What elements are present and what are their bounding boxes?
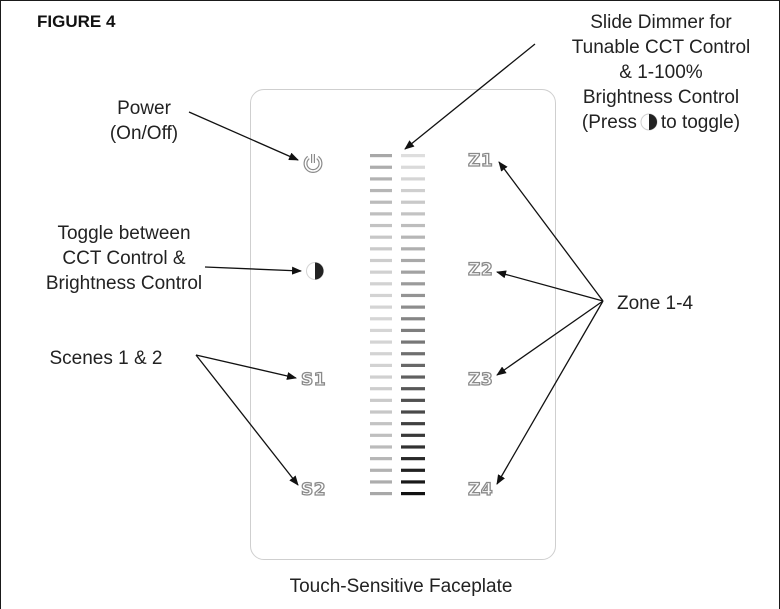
dimmer-segment-left (370, 457, 392, 461)
dimmer-segment-right (401, 398, 425, 402)
dimmer-segment-left (370, 410, 392, 414)
scene-1-button[interactable]: S1 (300, 369, 327, 390)
power-button[interactable] (301, 151, 325, 175)
scene-2-button[interactable]: S2 (300, 479, 327, 500)
dimmer-segment-left (370, 188, 392, 193)
half-circle-icon (640, 113, 658, 138)
slider-callout-line-4: Brightness Control (582, 87, 740, 108)
toggle-callout-line-3: Brightness Control (45, 273, 203, 294)
dimmer-segment-left (370, 154, 392, 158)
dimmer-segment-right (401, 177, 425, 181)
dimmer-segment-right (401, 270, 425, 274)
slider-toggle-prefix: (Press (581, 112, 637, 133)
dimmer-segment-right (401, 258, 425, 263)
dimmer-segment-left (370, 212, 392, 216)
dimmer-segment-left (370, 200, 392, 204)
dimmer-segment-right (401, 200, 425, 204)
dimmer-segment-right (401, 293, 425, 298)
dimmer-segment-right (401, 305, 425, 309)
dimmer-segment-left (370, 270, 392, 274)
dimmer-segment-left (370, 258, 392, 263)
dimmer-segment-left (370, 328, 392, 333)
dimmer-segment-right (401, 433, 425, 437)
half-circle-icon (306, 262, 324, 280)
dimmer-segment-left (370, 480, 392, 484)
zone-3-button[interactable]: Z3 (467, 369, 494, 390)
dimmer-segment-left (370, 352, 392, 356)
slider-toggle-suffix: to toggle) (660, 112, 741, 133)
power-icon (303, 154, 323, 173)
dimmer-segment-right (401, 480, 425, 484)
power-callout-line-2: (On/Off) (109, 123, 179, 144)
dimmer-segment-right (401, 282, 425, 286)
dimmer-segment-left (370, 445, 392, 449)
dimmer-segment-right (401, 235, 425, 239)
dimmer-segment-left (370, 387, 392, 391)
slider-callout-line-1: Slide Dimmer for (590, 12, 732, 33)
slider-callout: Slide Dimmer for Tunable CCT Control & 1… (541, 10, 779, 138)
dimmer-segment-right (401, 387, 425, 391)
scenes-callout: Scenes 1 & 2 (49, 348, 163, 369)
dimmer-segment-right (401, 188, 425, 193)
dimmer-segment-left (370, 468, 392, 472)
dimmer-segment-left (370, 363, 392, 367)
cct-brightness-toggle-button[interactable] (305, 261, 325, 281)
dimmer-segment-right (401, 492, 425, 496)
dimmer-segment-right (401, 363, 425, 367)
dimmer-segment-left (370, 398, 392, 402)
dimmer-segment-left (370, 282, 392, 286)
slider-callout-line-2: Tunable CCT Control (571, 37, 751, 58)
dimmer-segment-right (401, 247, 425, 251)
dimmer-segment-left (370, 247, 392, 251)
dimmer-segment-left (370, 317, 392, 321)
dimmer-segment-left (370, 235, 392, 239)
dimmer-segment-left (370, 422, 392, 426)
dimmer-segment-right (401, 328, 425, 333)
toggle-callout: Toggle between CCT Control & Brightness … (14, 221, 234, 296)
power-callout-line-1: Power (117, 98, 171, 119)
dimmer-segment-right (401, 352, 425, 356)
dimmer-segment-right (401, 457, 425, 461)
dimmer-segment-left (370, 293, 392, 298)
dimmer-segment-right (401, 340, 425, 344)
dimmer-segment-right (401, 375, 425, 379)
toggle-callout-line-1: Toggle between (57, 223, 191, 244)
dimmer-segment-right (401, 422, 425, 426)
dimmer-segment-right (401, 468, 425, 472)
dimmer-segment-left (370, 223, 392, 228)
slider-callout-line-5: (Press to toggle) (541, 110, 779, 138)
slider-callout-line-3: & 1-100% (619, 62, 703, 83)
dimmer-segment-right (401, 410, 425, 414)
dimmer-segment-left (370, 165, 392, 169)
dimmer-segment-right (401, 212, 425, 216)
toggle-callout-line-2: CCT Control & (62, 248, 186, 269)
zone-4-button[interactable]: Z4 (467, 479, 494, 500)
dimmer-segment-right (401, 445, 425, 449)
dimmer-segment-left (370, 492, 392, 496)
power-callout: Power (On/Off) (64, 96, 224, 146)
zone-2-button[interactable]: Z2 (467, 259, 494, 280)
dimmer-segment-left (370, 433, 392, 437)
dimmer-segment-left (370, 340, 392, 344)
dimmer-segment-right (401, 165, 425, 169)
dimmer-segment-left (370, 177, 392, 181)
zones-callout: Zone 1-4 (616, 293, 694, 314)
figure-title: FIGURE 4 (37, 12, 116, 31)
dimmer-segment-left (370, 375, 392, 379)
dimmer-segment-left (370, 305, 392, 309)
dimmer-segment-right (401, 223, 425, 228)
faceplate-caption: Touch-Sensitive Faceplate (289, 576, 513, 597)
zone-1-button[interactable]: Z1 (467, 150, 494, 171)
dimmer-segment-right (401, 317, 425, 321)
dimmer-segment-right (401, 154, 425, 158)
